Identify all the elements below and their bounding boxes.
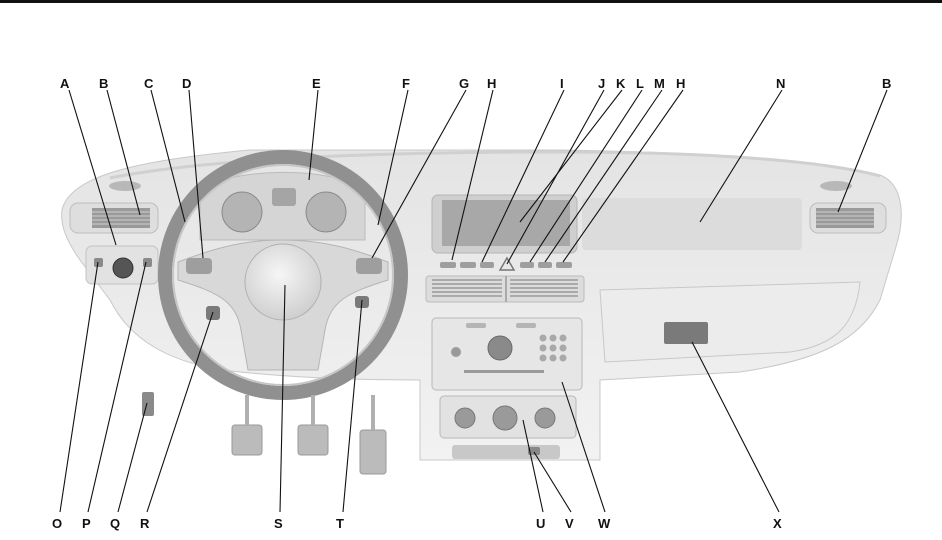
callout-E: E <box>312 76 321 91</box>
fan-speed-knob <box>493 406 517 430</box>
brake-pedal <box>298 425 328 455</box>
callout-N: N <box>776 76 785 91</box>
passenger-dash-panel <box>582 198 802 250</box>
temperature-knob <box>455 408 475 428</box>
audio-cd-slot <box>464 370 544 373</box>
callout-D: D <box>182 76 191 91</box>
callout-L: L <box>636 76 644 91</box>
callout-J: J <box>598 76 605 91</box>
speedometer <box>306 192 346 232</box>
callout-T: T <box>336 516 344 531</box>
callout-O: O <box>52 516 62 531</box>
callout-Q: Q <box>110 516 120 531</box>
glove-box-handle <box>664 322 708 344</box>
callout-U: U <box>536 516 545 531</box>
audio-main-knob <box>488 336 512 360</box>
callout-B-left: B <box>99 76 108 91</box>
audio-power-knob <box>451 347 461 357</box>
airbag-hub <box>245 244 321 320</box>
right-air-vent-grille <box>816 208 874 228</box>
callout-V: V <box>565 516 574 531</box>
callout-A: A <box>60 76 70 91</box>
audio-preset-buttons <box>540 335 567 362</box>
left-air-vent-grille <box>92 208 150 228</box>
callout-S: S <box>274 516 283 531</box>
callout-K: K <box>616 76 626 91</box>
callout-B-right: B <box>882 76 891 91</box>
clutch-pedal <box>232 425 262 455</box>
callout-P: P <box>82 516 91 531</box>
air-distribution-knob <box>535 408 555 428</box>
callout-G: G <box>459 76 469 91</box>
left-wheel-controls <box>186 258 212 274</box>
callout-H-left: H <box>487 76 496 91</box>
callout-F: F <box>402 76 410 91</box>
hood-release-lever <box>142 392 154 416</box>
cluster-display <box>272 188 296 206</box>
callout-C: C <box>144 76 154 91</box>
callout-H-right: H <box>676 76 685 91</box>
callout-W: W <box>598 516 611 531</box>
accelerator-pedal <box>360 430 386 474</box>
right-small-switch <box>143 258 152 267</box>
right-wheel-controls <box>356 258 382 274</box>
callout-R: R <box>140 516 150 531</box>
light-switch-knob <box>113 258 133 278</box>
left-speaker-grille <box>109 181 141 191</box>
leader-O <box>60 262 98 512</box>
leader-V <box>534 452 571 512</box>
left-small-switch <box>94 258 103 267</box>
storage-compartment <box>452 445 560 459</box>
leader-Q <box>118 403 147 512</box>
callout-X: X <box>773 516 782 531</box>
tachometer <box>222 192 262 232</box>
callout-I: I <box>560 76 564 91</box>
callout-M: M <box>654 76 665 91</box>
